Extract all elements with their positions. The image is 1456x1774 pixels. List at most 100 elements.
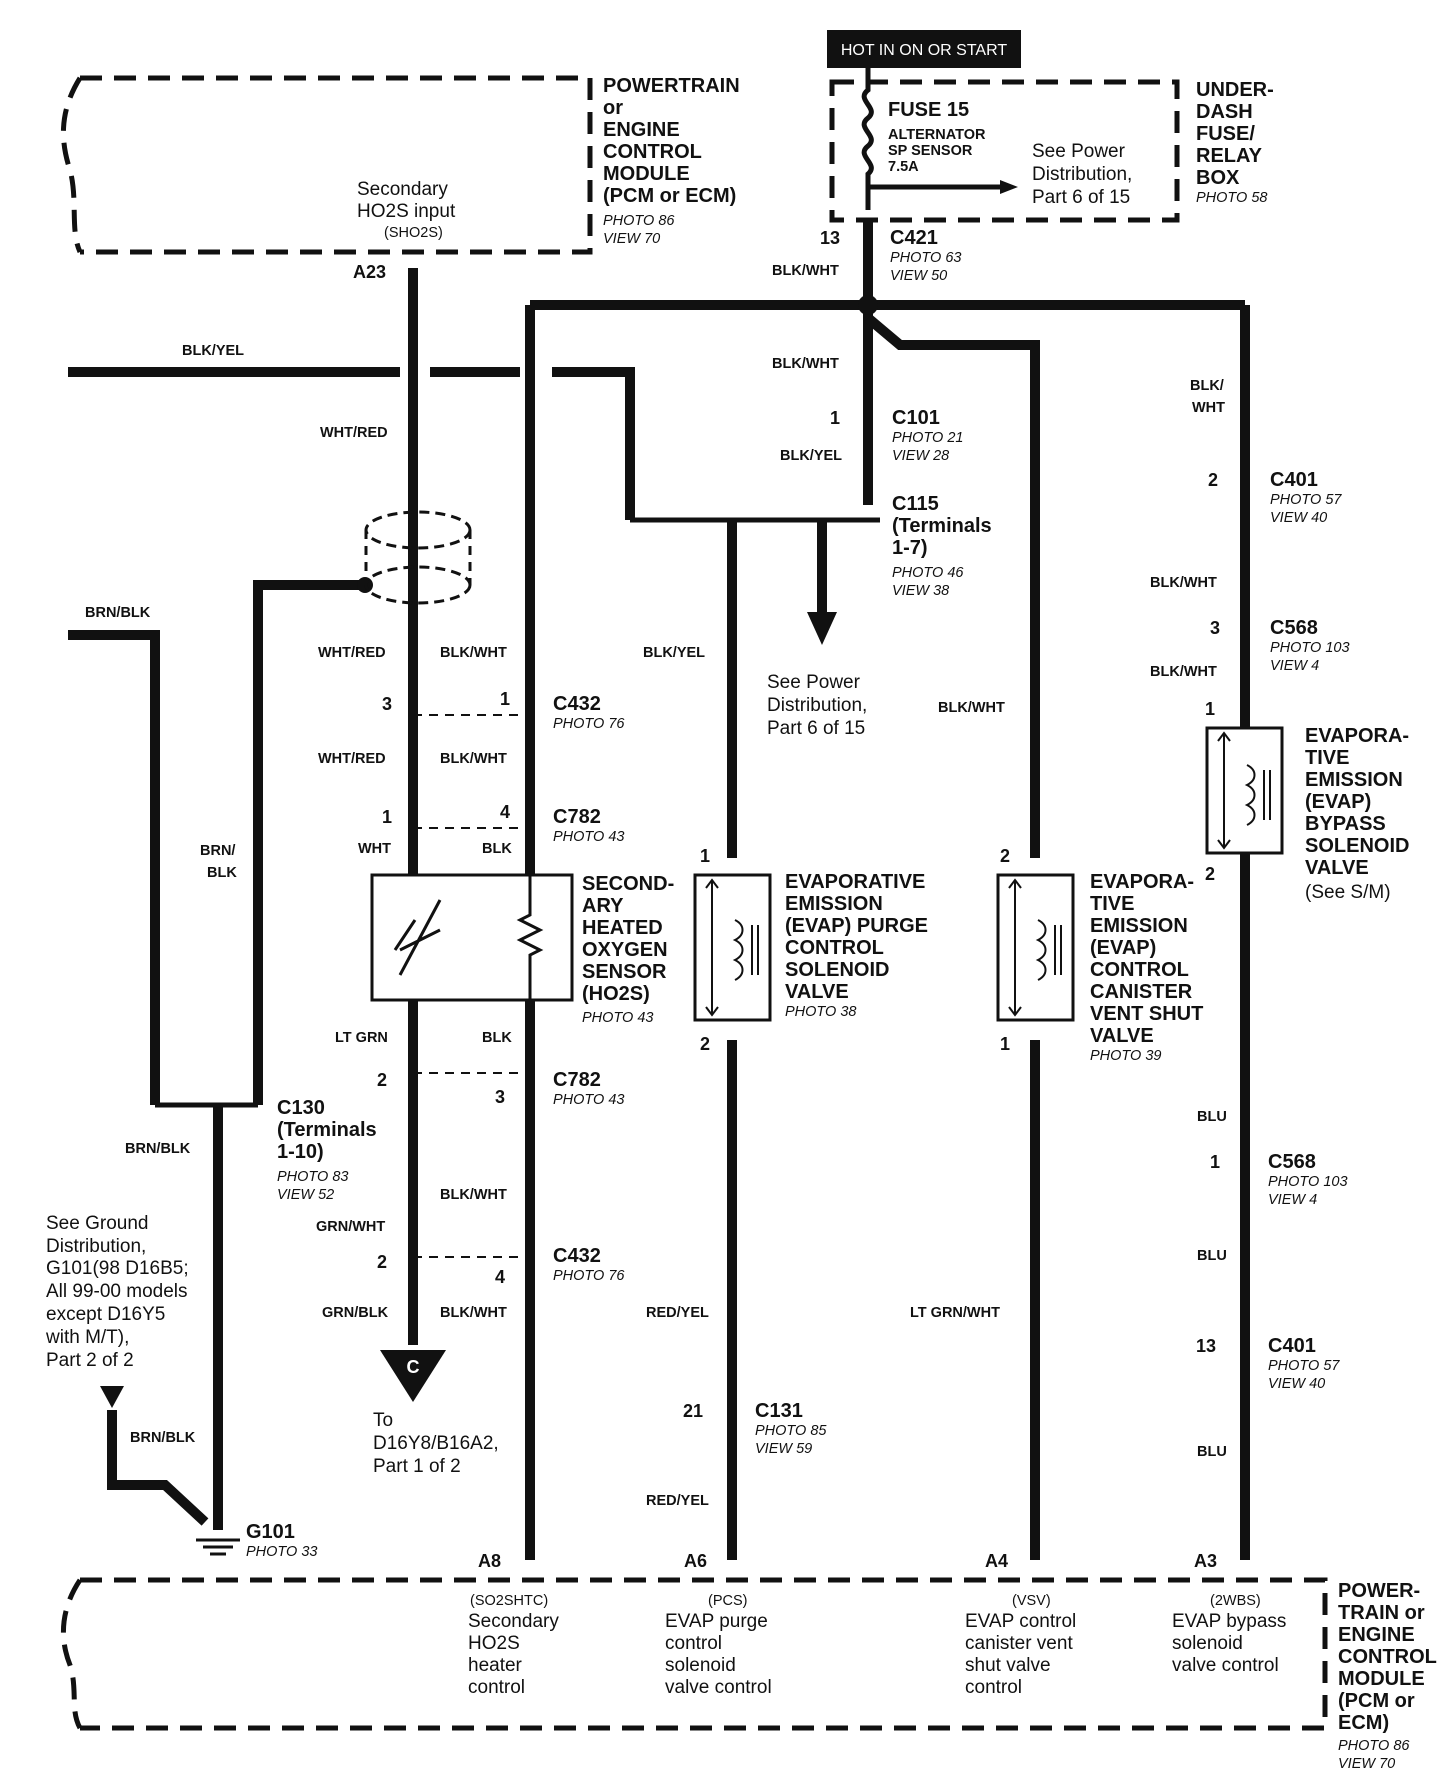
pcm-top-title-2: or [603,97,623,119]
ho2s-sensor: SECOND- ARY HEATED OXYGEN SENSOR (HO2S) … [370,873,674,1026]
offpage-to-1: To [373,1410,393,1431]
wire-label-blu-2: BLU [1197,1248,1227,1264]
pcm-top-input-code: (SHO2S) [384,225,443,241]
fuse-box-title-3: FUSE/ [1196,123,1255,145]
c401b-photo: PHOTO 57 [1268,1358,1340,1374]
pcm-top-pin: A23 [353,262,386,282]
pcm-a8-line-2: HO2S [468,1633,520,1654]
ho2s-title-4: OXYGEN [582,939,668,961]
pcm-bottom-title-2: TRAIN or [1338,1602,1425,1624]
pcm-a6-line-4: valve control [665,1677,772,1698]
wire-label-red-yel-2: RED/YEL [646,1493,709,1509]
ground-see-6: with M/T), [45,1327,129,1348]
vent-valve: 2 1 EVAPORA- TIVE EMISSION (EVAP) CONTRO… [996,846,1203,1064]
vent-title-2: TIVE [1090,893,1134,915]
ground-see-1: See Ground [46,1213,148,1234]
ground: See Ground Distribution, G101(98 D16B5; … [45,1213,317,1560]
offpage-connector: C To D16Y8/B16A2, Part 1 of 2 [373,1350,499,1477]
c130-name-3: 1-10) [277,1141,324,1163]
purge-pin-bot: 2 [700,1034,710,1054]
pcm-bottom-box: A8 A6 A4 A3 (SO2SHTC) Secondary HO2S hea… [60,1551,1437,1772]
pcm-a8-line-1: Secondary [468,1611,559,1632]
pcm-bottom-photo: PHOTO 86 [1338,1738,1410,1754]
bypass-title-5: BYPASS [1305,813,1386,835]
c130-photo: PHOTO 83 [277,1169,348,1185]
c432a-pin-l: 3 [382,694,392,714]
vent-pin-bot: 1 [1000,1034,1010,1054]
purge-title-5: SOLENOID [785,959,889,981]
pcm-top-title-1: POWERTRAIN [603,75,740,97]
ho2s-photo: PHOTO 43 [582,1010,653,1026]
fuse-desc-3: 7.5A [888,159,919,175]
c432a-pin-r: 1 [500,689,510,709]
pcm-top-box: POWERTRAIN or ENGINE CONTROL MODULE (PCM… [60,75,740,282]
c401b-pin: 13 [1196,1336,1216,1356]
c115-name-3: 1-7) [892,537,928,559]
vent-photo: PHOTO 39 [1090,1048,1161,1064]
c421-view: VIEW 50 [890,268,947,284]
wire-label-brn-blk-2b: BLK [207,865,237,881]
vent-title-7: VENT SHUT [1090,1003,1203,1025]
fuse-box: FUSE 15 ALTERNATOR SP SENSOR 7.5A See Po… [829,68,1274,223]
fuse-desc-1: ALTERNATOR [888,127,986,143]
bypass-pin-top: 1 [1205,699,1215,719]
pcm-pin-a3: A3 [1194,1551,1217,1571]
vent-title-4: (EVAP) [1090,937,1156,959]
ho2s-title-2: ARY [582,895,624,917]
c401a-photo: PHOTO 57 [1270,492,1342,508]
c101-photo: PHOTO 21 [892,430,963,446]
wire-label-blk-wht-9: BLK/WHT [440,1187,507,1203]
wire-label-blk-wht-1: BLK/WHT [772,263,839,279]
c568a-name: C568 [1270,617,1318,639]
see-power-2-line-1: See Power [767,672,861,693]
c782a-pin-l: 1 [382,807,392,827]
pcm-a6-line-1: EVAP purge [665,1611,768,1632]
bypass-title-3: EMISSION [1305,769,1403,791]
pcm-top-input-2: HO2S input [357,201,456,222]
c568b-pin: 1 [1210,1152,1220,1172]
wire-label-wht-red-2: WHT/RED [318,645,386,661]
purge-photo: PHOTO 38 [785,1004,856,1020]
pcm-a8-line-4: control [468,1677,525,1698]
pcm-a3-line-1: EVAP bypass [1172,1611,1286,1632]
ground-name: G101 [246,1521,295,1543]
wire-label-blk-wht-5: BLK/WHT [1150,664,1217,680]
c115-photo: PHOTO 46 [892,565,964,581]
bypass-title-7: VALVE [1305,857,1369,879]
purge-valve: 1 2 EVAPORATIVE EMISSION (EVAP) PURGE CO… [693,846,928,1054]
fuse-box-photo: PHOTO 58 [1196,190,1267,206]
wire-label-blk-wht-2: BLK/WHT [772,356,839,372]
wire-label-red-yel-1: RED/YEL [646,1305,709,1321]
pcm-top-title-3: ENGINE [603,119,680,141]
ground-arrow-icon [100,1386,124,1408]
hot-label: HOT IN ON OR START [827,30,1021,68]
bypass-title-1: EVAPORA- [1305,725,1409,747]
pcm-a8-line-3: heater [468,1655,523,1676]
c130-name-1: C130 [277,1097,325,1119]
wire-label-blk-2: BLK [482,1030,512,1046]
vent-title-6: CANISTER [1090,981,1193,1003]
wire-labels: BLK/WHT BLK/YEL BLK/WHT BLK/YEL BLK/ WHT… [85,263,1227,1509]
vent-title-8: VALVE [1090,1025,1154,1047]
pcm-top-photo: PHOTO 86 [603,213,675,229]
bypass-note: (See S/M) [1305,882,1391,903]
pcm-bottom-title-3: ENGINE [1338,1624,1415,1646]
ground-see-2: Distribution, [46,1236,146,1257]
c782b-pin-r: 3 [495,1087,505,1107]
c401a-view: VIEW 40 [1270,510,1327,526]
wire-label-blk-1: BLK [482,841,512,857]
pcm-top-title-6: (PCM or ECM) [603,185,736,207]
c101-view: VIEW 28 [892,448,949,464]
bypass-valve: 1 2 EVAPORA- TIVE EMISSION (EVAP) BYPASS… [1205,699,1409,903]
see-power-2-line-3: Part 6 of 15 [767,718,865,739]
fuse-box-title-2: DASH [1196,101,1253,123]
wire-label-blk-wht-8: BLK/WHT [440,751,507,767]
wire-label-lt-grn-wht: LT GRN/WHT [910,1305,1000,1321]
wire-label-grn-wht: GRN/WHT [316,1219,385,1235]
pcm-top-title-5: MODULE [603,163,690,185]
fuse-see-3: Part 6 of 15 [1032,187,1130,208]
c421-pin: 13 [820,228,840,248]
wire-label-blk-wht-7: BLK/WHT [938,700,1005,716]
pcm-a3-line-2: solenoid [1172,1633,1243,1654]
wire-label-brn-blk-4: BRN/BLK [130,1430,196,1446]
